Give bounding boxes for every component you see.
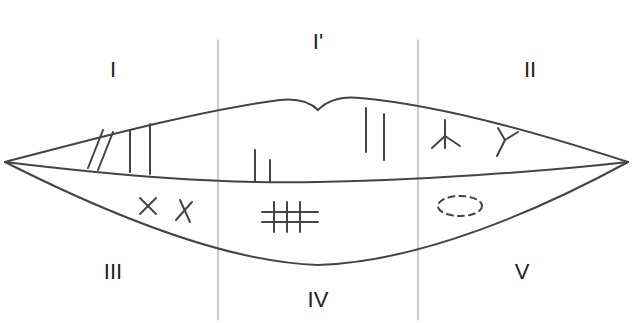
fissure-marks: [255, 108, 384, 182]
grid-marks: [262, 202, 318, 232]
cross-marks: [140, 198, 192, 222]
region-label: V: [515, 261, 530, 283]
lower-lip-outline: [5, 162, 628, 265]
fissure-marks: [88, 124, 150, 174]
region-label: IV: [308, 289, 329, 311]
region-label: I: [110, 59, 116, 81]
dashed-ellipse: [438, 196, 482, 216]
branched-marks: [432, 120, 518, 156]
upper-lip-outline: [5, 98, 628, 162]
divider-line: [418, 40, 419, 320]
region-label: I': [313, 31, 323, 53]
region-label: II: [524, 59, 536, 81]
region-label: III: [104, 261, 122, 283]
lip-line: [5, 162, 628, 182]
